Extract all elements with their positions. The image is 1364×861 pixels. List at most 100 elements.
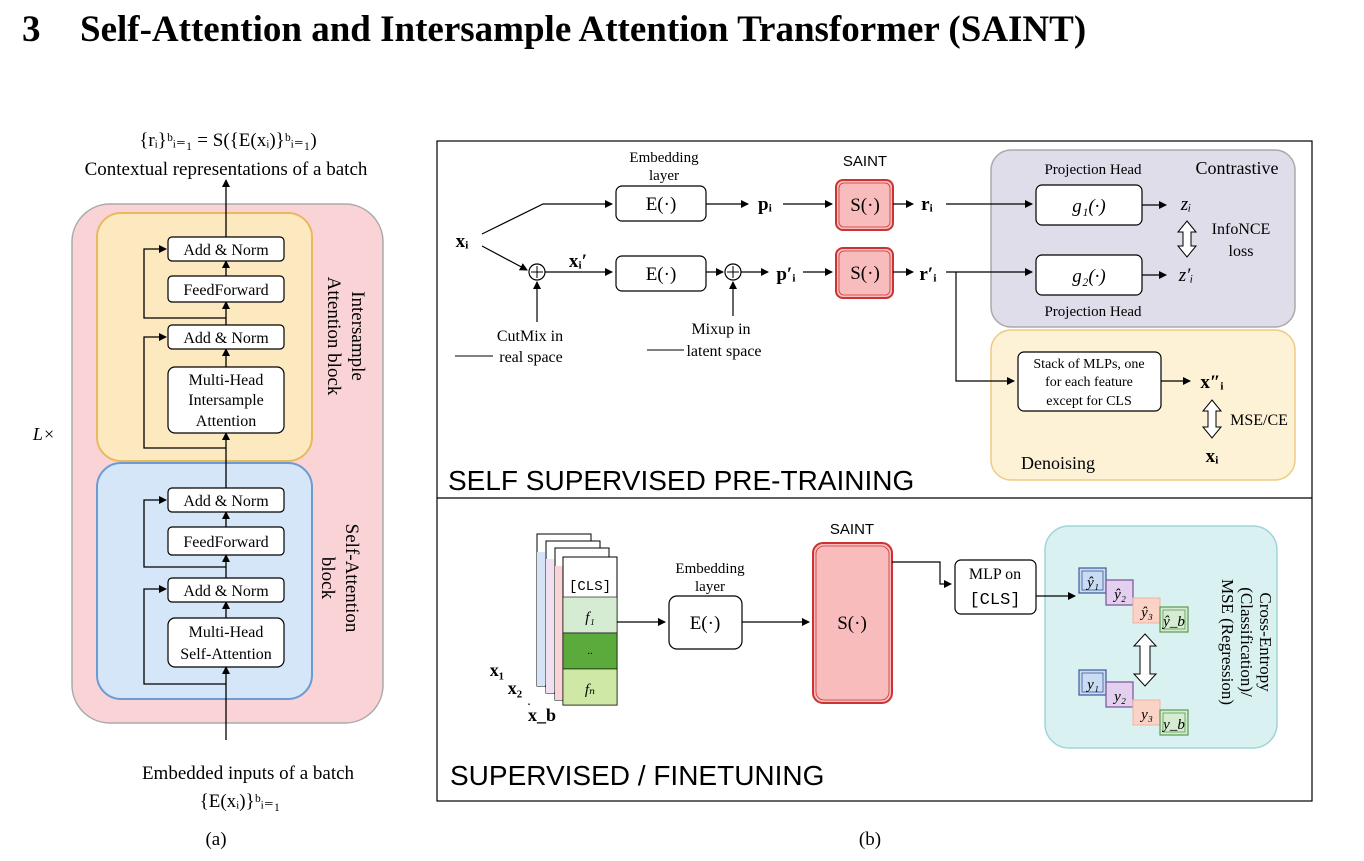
mlp-stack-label-2: for each feature	[1045, 375, 1133, 390]
panel-a: {rᵢ}ᵇᵢ₌₁ = S({E(xᵢ)}ᵇᵢ₌₁) Contextual rep…	[32, 130, 384, 850]
mlp-cls-box	[954, 559, 1037, 615]
self-attention-box	[167, 617, 285, 668]
intersample-attention-box	[167, 366, 285, 434]
mse-ce-label: MSE/CE	[1230, 412, 1288, 429]
x-recon-label: x″ᵢ	[1200, 372, 1224, 393]
g1-label: g₁(·)	[1072, 196, 1106, 217]
y3: y₃	[1139, 707, 1153, 723]
x-aug-label: xᵢ′	[569, 251, 587, 272]
saint-fn-aug: S(·)	[850, 263, 880, 284]
sample-x1: x₁	[490, 660, 504, 680]
feature-fn: fₙ	[585, 682, 595, 698]
x-target-label: xᵢ	[1206, 446, 1220, 467]
add-norm-label: Add & Norm	[183, 330, 269, 347]
add-norm-box	[167, 324, 285, 350]
intersample-attn-label-1: Multi-Head	[189, 372, 264, 389]
z-aug-label: z′ᵢ	[1178, 265, 1194, 286]
y2: y₂	[1112, 689, 1126, 705]
saint-fn-ft: S(·)	[837, 613, 867, 634]
loss-label-2: (Classification)/	[1237, 587, 1256, 697]
output-caption: Contextual representations of a batch	[85, 159, 368, 180]
panel-b: xᵢ Embedding layer E(·) pᵢ SAINT S(·) rᵢ…	[436, 140, 1313, 850]
input-x-label: xᵢ	[456, 231, 470, 252]
self-attn-label-1: Multi-Head	[189, 624, 264, 641]
loss-label-1: Cross-Entropy	[1256, 592, 1275, 692]
projection-head-label-top: Projection Head	[1044, 162, 1142, 178]
add-norm-label: Add & Norm	[183, 242, 269, 259]
embed-fn: E(·)	[646, 194, 677, 215]
input-formula: {E(xᵢ)}ᵇᵢ₌₁	[200, 791, 281, 812]
panel-a-sublabel: (a)	[205, 829, 226, 850]
mlp-cls-label: [CLS]	[969, 591, 1020, 610]
selfattention-block-label-2: block	[317, 557, 338, 600]
add-norm-box	[167, 487, 285, 513]
repeat-label: L×	[32, 424, 55, 444]
section-number: 3	[22, 9, 41, 50]
saint-box	[835, 179, 894, 231]
intersample-block-label-1: Intersample	[347, 291, 368, 381]
embedding-layer-label-ft-2: layer	[695, 579, 725, 595]
saint-box-aug	[835, 247, 894, 299]
input-caption: Embedded inputs of a batch	[142, 763, 355, 784]
add-norm-box	[167, 236, 285, 262]
g2-label: g₂(·)	[1072, 266, 1106, 287]
saint-label-ft: SAINT	[830, 521, 874, 538]
y1: y₁	[1085, 677, 1099, 693]
contrastive-double-arrow	[1176, 220, 1198, 258]
sample-x2: x₂	[508, 678, 522, 698]
self-attn-label-2: Self-Attention	[180, 646, 272, 663]
saint-fn: S(·)	[850, 195, 880, 216]
add-norm-box	[167, 577, 285, 603]
add-norm-label: Add & Norm	[183, 583, 269, 600]
supervised-double-arrow	[1132, 633, 1158, 687]
label-staircase: y₁ y₂ y₃ y_b	[1078, 669, 1189, 736]
mixup-label-1: Mixup in	[691, 321, 750, 338]
intersample-attn-label-3: Attention	[196, 413, 256, 430]
yhat1: ŷ₁	[1085, 575, 1099, 591]
yhatb: ŷ_b	[1161, 614, 1185, 630]
embedding-layer-label-2: layer	[649, 168, 679, 184]
feedforward-label: FeedForward	[183, 534, 268, 551]
p-aug-label: p′ᵢ	[776, 264, 796, 285]
contrastive-label: Contrastive	[1196, 158, 1279, 178]
intersample-attn-label-2: Intersample	[188, 392, 264, 409]
finetuning-section: [CLS] f₁ .. fₙ x₁ x₂ . x_b Embedding lay…	[450, 521, 1275, 791]
embedding-layer-label-1: Embedding	[629, 150, 699, 166]
infonce-label-2: loss	[1229, 243, 1254, 260]
feature-dots: ..	[587, 645, 593, 657]
intersample-block-label-2: Attention block	[323, 277, 344, 396]
z-label: zᵢ	[1180, 194, 1191, 215]
feedforward-box	[167, 526, 285, 556]
yb: y_b	[1161, 717, 1185, 733]
add-norm-label: Add & Norm	[183, 493, 269, 510]
yhat3: ŷ₃	[1139, 605, 1153, 621]
cls-token: [CLS]	[569, 579, 611, 595]
mlp-stack-label-3: except for CLS	[1046, 394, 1132, 409]
panel-b-sublabel: (b)	[859, 829, 881, 850]
embed-fn-aug: E(·)	[646, 264, 677, 285]
embed-fn-ft: E(·)	[690, 613, 721, 634]
output-formula: {rᵢ}ᵇᵢ₌₁ = S({E(xᵢ)}ᵇᵢ₌₁)	[139, 130, 317, 151]
pretraining-section: xᵢ Embedding layer E(·) pᵢ SAINT S(·) rᵢ…	[448, 150, 1288, 496]
svg-text:.: .	[527, 694, 531, 709]
embedding-box-aug	[615, 255, 707, 292]
denoising-label: Denoising	[1021, 453, 1095, 473]
panel-b-frame	[436, 140, 1313, 802]
feedforward-label: FeedForward	[183, 282, 268, 299]
pretraining-title: SELF SUPERVISED PRE-TRAINING	[448, 465, 914, 496]
r-label: rᵢ	[921, 194, 933, 215]
mlp-stack-label-1: Stack of MLPs, one	[1033, 357, 1144, 372]
feature-f1: f₁	[585, 610, 594, 626]
selfattention-block-label-1: Self-Attention	[341, 524, 362, 633]
section-heading: 3 Self-Attention and Intersample Attentio…	[22, 8, 1086, 51]
sample-card: [CLS] f₁ .. fₙ	[562, 556, 618, 706]
section-title: Self-Attention and Intersample Attention…	[80, 9, 1087, 50]
finetuning-title: SUPERVISED / FINETUNING	[450, 760, 824, 791]
loss-label-3: MSE (Regression)	[1218, 579, 1237, 705]
feedforward-box	[167, 275, 285, 303]
p-label: pᵢ	[758, 194, 773, 215]
embedding-layer-label-ft-1: Embedding	[675, 561, 745, 577]
cutmix-label-1: CutMix in	[497, 328, 563, 345]
prediction-staircase: ŷ₁ ŷ₂ ŷ₃ ŷ_b	[1078, 567, 1189, 633]
